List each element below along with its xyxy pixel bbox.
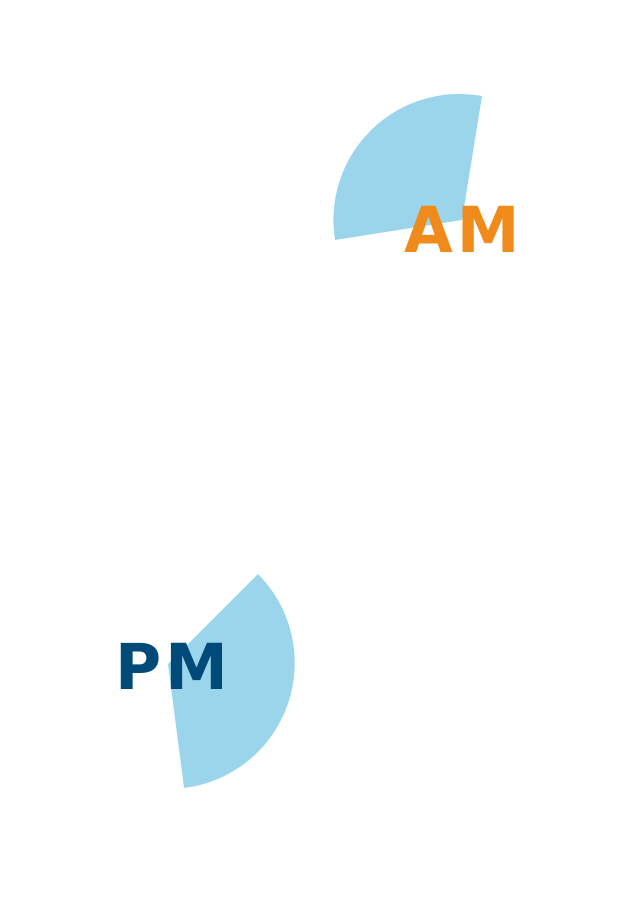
pm-wedge xyxy=(168,574,295,788)
am-label: AM xyxy=(404,194,523,267)
pm-label: PM xyxy=(115,631,232,704)
am-wedge xyxy=(333,93,482,240)
